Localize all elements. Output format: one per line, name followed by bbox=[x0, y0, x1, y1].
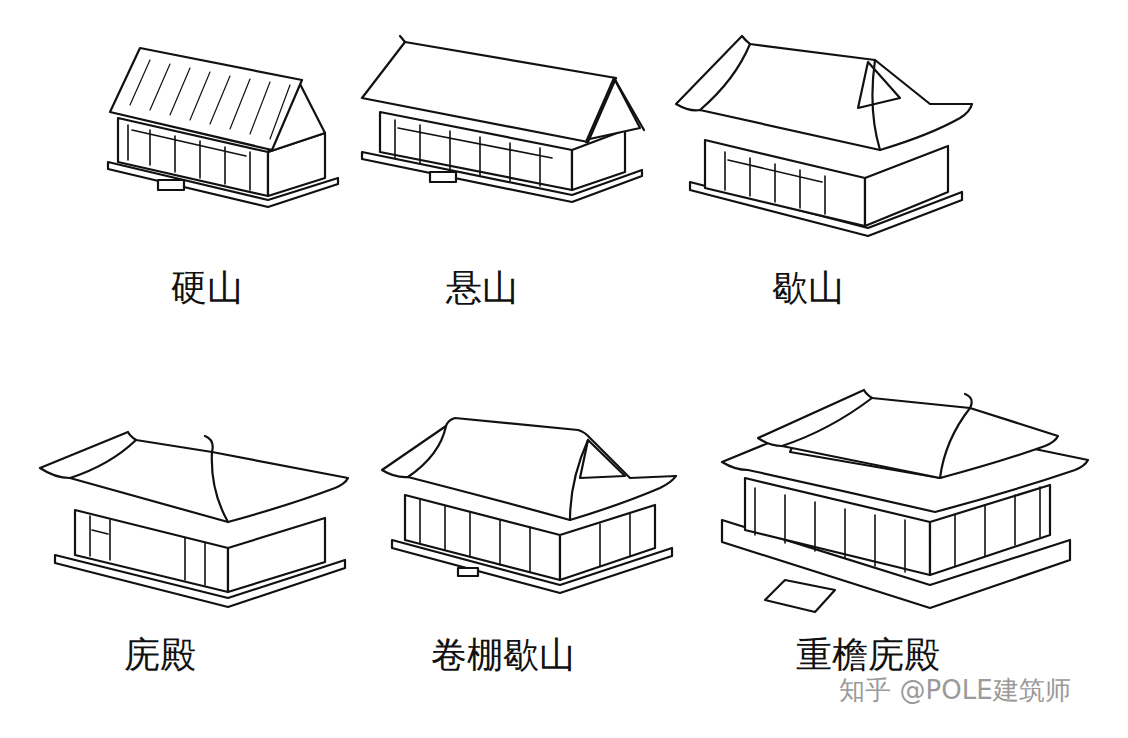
roof-name: 卷棚歇山 bbox=[431, 635, 575, 675]
overhang-gable-house bbox=[362, 36, 644, 202]
hip-gable-house bbox=[676, 36, 972, 236]
hip-roof-house bbox=[40, 432, 348, 607]
round-ridge-hip-gable-house bbox=[382, 418, 676, 593]
roof-name: 歇山 bbox=[772, 268, 844, 308]
roof-name: 悬山 bbox=[446, 268, 518, 308]
hard-gable-house bbox=[108, 48, 338, 207]
roof-name: 庑殿 bbox=[124, 635, 196, 675]
double-eave-hip-roof-house bbox=[722, 390, 1088, 612]
watermark: 知乎 @POLE建筑师 bbox=[839, 676, 1070, 705]
roof-name: 重檐庑殿 bbox=[796, 635, 940, 675]
roof-name: 硬山 bbox=[171, 268, 243, 308]
